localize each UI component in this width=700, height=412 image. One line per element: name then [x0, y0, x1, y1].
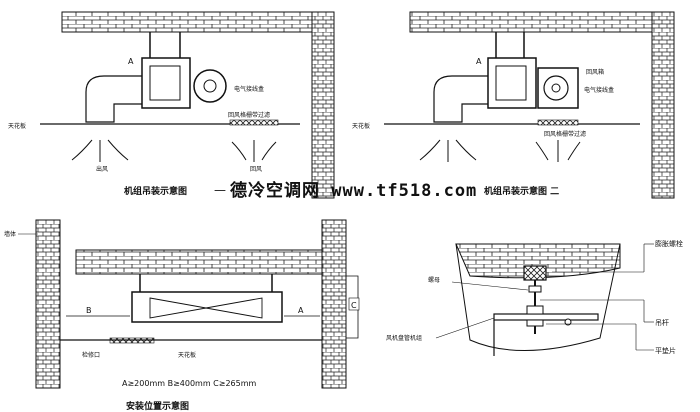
- right-wall: [321, 219, 347, 389]
- label-access: 检修口: [82, 351, 100, 359]
- fan-hub-icon: [203, 79, 217, 93]
- supply-duct: [433, 75, 495, 123]
- screw-icon: [564, 318, 572, 326]
- installation-diagram: 墙体 B A C 检修口 天花板 A≥200mm B≥400mm C≥265mm…: [4, 219, 360, 412]
- label-ceiling: 天花板: [178, 351, 196, 359]
- fan-coil-inner-icon: [149, 297, 263, 319]
- label-ceiling: 天花板: [352, 122, 370, 130]
- label-return: 回风: [250, 166, 262, 173]
- dimension-note: A≥200mm B≥400mm C≥265mm: [122, 379, 257, 388]
- bracket-plate: [493, 313, 599, 321]
- supply-airflow-arrows: [71, 139, 129, 162]
- brick-wall: [651, 11, 675, 199]
- slab-outline: [455, 243, 621, 351]
- unit-panel: [495, 65, 527, 101]
- brick-wall: [311, 11, 335, 199]
- return-grille: [537, 119, 579, 126]
- label-a: A: [298, 306, 304, 315]
- hanging-diagram-2: A 回风箱 电气接线盒 天花板 回风格栅带过滤: [352, 11, 675, 199]
- label-supply: 出风: [96, 165, 108, 173]
- supply-duct: [85, 75, 151, 123]
- nut: [528, 285, 542, 293]
- ceiling-slab-detail: [455, 243, 621, 279]
- ceiling-slab: [409, 11, 667, 33]
- label-wall: 墙体: [4, 230, 16, 238]
- label-return-air: 回风箱: [586, 68, 604, 76]
- expansion-bolt: [523, 265, 547, 281]
- label-return-filter: 回风格栅带过滤: [228, 111, 270, 119]
- fan-hub-icon: [551, 83, 561, 93]
- bolt-detail: 膨胀螺栓 螺母 吊杆 风机盘管机组 平垫片: [386, 239, 683, 356]
- label-junction-box: 电气接线盒: [234, 85, 264, 93]
- label-ceiling: 天花板: [8, 122, 26, 130]
- label-a: A: [476, 57, 482, 66]
- unit-panel: [149, 65, 181, 101]
- return-airflow-arrows: [231, 140, 277, 162]
- caption-install-position: 安装位置示意图: [126, 400, 189, 412]
- left-wall: [35, 219, 61, 389]
- supply-airflow-arrows: [419, 139, 477, 162]
- label-washer: 平垫片: [655, 346, 676, 355]
- label-bracket: 风机盘管机组: [386, 334, 422, 342]
- ceiling-slab: [61, 11, 325, 33]
- lower-nut: [526, 305, 544, 315]
- label-c-box: [348, 297, 360, 311]
- leader-line: [435, 317, 495, 339]
- ceiling-slab: [75, 249, 335, 275]
- hanging-diagram-1: A 电气接线盒 天花板 回风格栅带过滤 出风 回风: [8, 11, 335, 199]
- caption-dash: —: [214, 183, 226, 197]
- caption-hanging-1: 机组吊装示意图: [124, 185, 187, 197]
- label-rod: 吊杆: [655, 318, 669, 327]
- watermark: 德冷空调网 www.tf518.com: [230, 180, 477, 201]
- label-a: A: [128, 57, 134, 66]
- return-airflow-arrows: [535, 140, 581, 162]
- washer: [526, 319, 544, 327]
- label-return-filter: 回风格栅带过滤: [544, 130, 586, 138]
- caption-hanging-2: 机组吊装示意图 二: [484, 185, 559, 197]
- label-expansion-bolt: 膨胀螺栓: [655, 239, 683, 248]
- label-c: C: [351, 301, 357, 310]
- label-b: B: [86, 306, 92, 315]
- label-junction-box: 电气接线盒: [584, 86, 614, 94]
- leader-line: [451, 281, 529, 291]
- return-grille: [229, 119, 279, 126]
- caption-row: 机组吊装示意图 — 德冷空调网 www.tf518.com 机组吊装示意图 二: [124, 180, 559, 201]
- label-nut: 螺母: [428, 276, 440, 284]
